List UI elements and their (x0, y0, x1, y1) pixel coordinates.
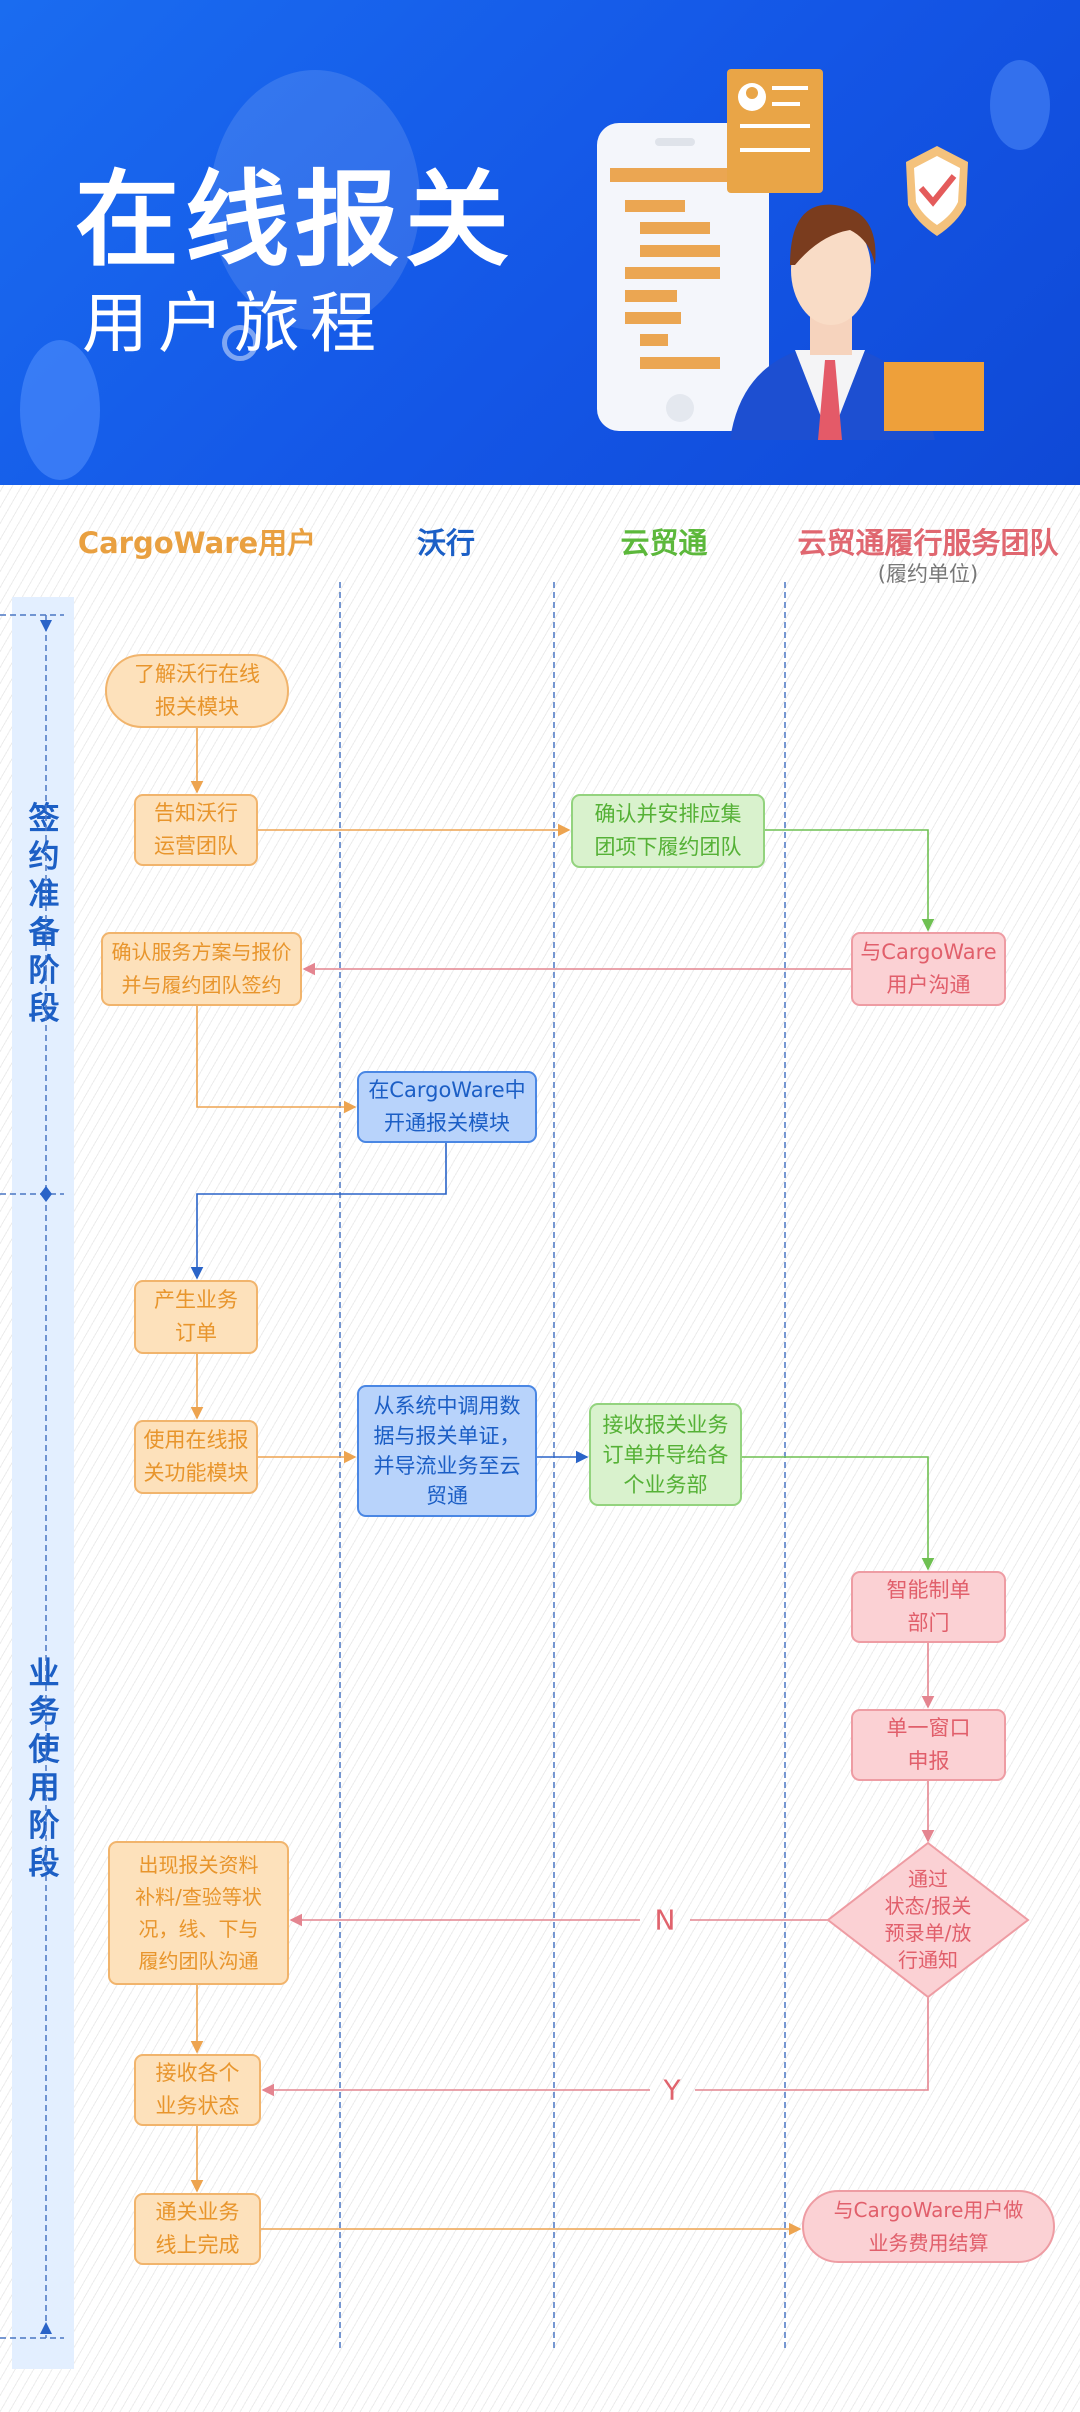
step-create-order: 产生业务 订单 (134, 1280, 258, 1354)
step-assign-team: 确认并安排应集 团项下履约团队 (571, 794, 765, 868)
step-notify-ops: 告知沃行 运营团队 (134, 794, 258, 866)
step-use-module: 使用在线报 关功能模块 (134, 1420, 258, 1494)
phase-label-usage: 业务使用阶段 (28, 1656, 60, 1882)
package-box-icon (884, 362, 984, 431)
decor-ring (222, 325, 258, 361)
arrow-s10-s11 (742, 1456, 935, 1571)
lane-dividers (0, 582, 786, 2351)
step-smart-doc: 智能制单 部门 (851, 1571, 1006, 1643)
decor-circle (20, 340, 100, 480)
header-banner: 在线报关 用户旅程 (0, 0, 1080, 485)
step-receive-status: 接收各个 业务状态 (134, 2054, 261, 2126)
lane-header-fulfillment-team: 云贸通履行服务团队 (797, 526, 1059, 560)
step-learn-module: 了解沃行在线 报关模块 (105, 654, 289, 728)
step-single-window: 单一窗口 申报 (851, 1709, 1006, 1781)
step-enable-module: 在CargoWare中 开通报关模块 (357, 1071, 537, 1143)
decision-no-label: N (654, 1903, 676, 1937)
arrow-s3-s4 (765, 829, 935, 932)
lane-header-woxing: 沃行 (416, 526, 476, 560)
step-receive-order: 接收报关业务 订单并导给各 个业务部 (589, 1403, 742, 1506)
step-communicate: 与CargoWare 用户沟通 (851, 932, 1006, 1006)
page-subtitle: 用户旅程 (82, 285, 386, 362)
step-confirm-sign: 确认服务方案与报价 并与履约团队签约 (101, 932, 302, 1006)
step-exception: 出现报关资料 补料/查验等状 况，线、下与 履约团队沟通 (108, 1841, 289, 1985)
arrow-yes (263, 1997, 929, 2090)
step-settlement: 与CargoWare用户做 业务费用结算 (802, 2190, 1055, 2263)
lane-subheader: (履约单位) (877, 562, 979, 586)
illustration-customs-agent (597, 69, 984, 440)
decor-circle (210, 70, 420, 330)
list-lines (610, 168, 730, 369)
page-title: 在线报关 (75, 159, 516, 281)
step-clearance-done: 通关业务 线上完成 (134, 2193, 261, 2265)
decision-text: 通过 状态/报关 预录单/放 行通知 (884, 1867, 972, 1972)
lane-header-cargoware-user: CargoWare用户 (77, 526, 317, 560)
lane-header-yunmaotong: 云贸通 (620, 526, 708, 560)
phase-label-signing: 签约准备阶段 (28, 801, 60, 1027)
step-fetch-data: 从系统中调用数 据与报关单证， 并导流业务至云 贸通 (357, 1385, 537, 1517)
arrow-s5-s6 (196, 1006, 357, 1114)
decor-circle (990, 60, 1050, 150)
arrow-s6-s7 (190, 1143, 447, 1280)
decision-diamond (826, 1841, 1030, 1999)
decision-yes-label: Y (663, 2073, 681, 2107)
phase-bar (12, 597, 74, 2369)
